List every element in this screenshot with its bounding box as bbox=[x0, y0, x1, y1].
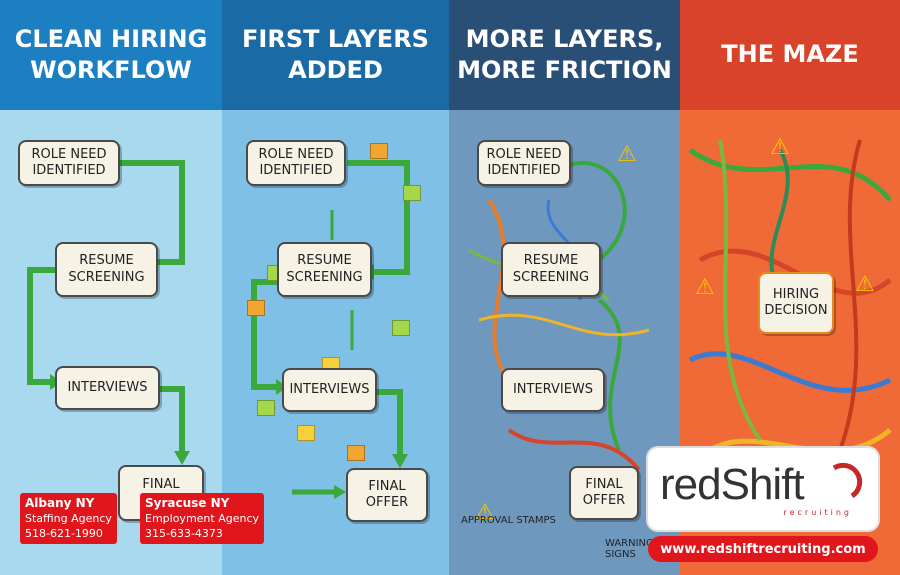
step-role-need: ROLE NEED IDENTIFIED bbox=[18, 140, 120, 186]
contact-city: Albany NY bbox=[25, 496, 95, 510]
step-interviews: INTERVIEWS bbox=[282, 368, 377, 412]
step-resume-screening: RESUME SCREENING bbox=[55, 242, 158, 297]
step-interviews: INTERVIEWS bbox=[55, 366, 160, 410]
step-role-need: ROLE NEED IDENTIFIED bbox=[477, 140, 571, 186]
step-final-offer: FINAL OFFER bbox=[569, 466, 639, 520]
brand-tagline: recruiting bbox=[783, 508, 852, 517]
contact-type: Employment Agency bbox=[145, 511, 260, 525]
panel-more-layers: MORE LAYERS, MORE FRICTION ⚠ ⚠ ROLE NEED… bbox=[449, 0, 680, 575]
brand-name: redShift bbox=[660, 460, 805, 509]
caption-warning-signs: WARNING SIGNS bbox=[605, 538, 654, 560]
sticky-note bbox=[347, 445, 365, 461]
contact-phone: 518-621-1990 bbox=[25, 526, 103, 540]
website-link[interactable]: www.redshiftrecruiting.com bbox=[648, 536, 878, 562]
warning-icon: ⚠ bbox=[695, 275, 715, 300]
contact-syracuse: Syracuse NY Employment Agency 315-633-43… bbox=[140, 493, 265, 544]
step-resume-screening: RESUME SCREENING bbox=[277, 242, 372, 297]
logo-swoosh-icon bbox=[832, 462, 863, 499]
workflow-arrows bbox=[27, 160, 190, 465]
warning-icon: ⚠ bbox=[855, 272, 875, 297]
panel-title: FIRST LAYERS ADDED bbox=[222, 0, 449, 110]
contact-type: Staffing Agency bbox=[25, 511, 112, 525]
contact-albany: Albany NY Staffing Agency 518-621-1990 bbox=[20, 493, 117, 544]
brand-logo: redShift recruiting bbox=[648, 448, 878, 530]
contact-phone: 315-633-4373 bbox=[145, 526, 223, 540]
panel-title: CLEAN HIRING WORKFLOW bbox=[0, 0, 222, 110]
panel-title: MORE LAYERS, MORE FRICTION bbox=[449, 0, 680, 110]
contact-city: Syracuse NY bbox=[145, 496, 230, 510]
warning-icon: ⚠ bbox=[617, 142, 637, 167]
sticky-note bbox=[370, 143, 388, 159]
sticky-note bbox=[257, 400, 275, 416]
panel-first-layers: FIRST LAYERS ADDED ROLE NEED IDENTIFIED … bbox=[222, 0, 449, 575]
step-role-need: ROLE NEED IDENTIFIED bbox=[246, 140, 346, 186]
step-interviews: INTERVIEWS bbox=[501, 368, 605, 412]
warning-icon: ⚠ bbox=[475, 500, 495, 525]
sticky-note bbox=[403, 185, 421, 201]
sticky-note bbox=[297, 425, 315, 441]
sticky-note bbox=[247, 300, 265, 316]
warning-icon: ⚠ bbox=[770, 135, 790, 160]
sticky-note bbox=[392, 320, 410, 336]
caption-approval-stamps: APPROVAL STAMPS bbox=[461, 515, 556, 526]
panel-clean-workflow: CLEAN HIRING WORKFLOW ROLE NEED IDENTIFI… bbox=[0, 0, 222, 575]
step-resume-screening: RESUME SCREENING bbox=[501, 242, 601, 297]
step-final-offer: FINAL OFFER bbox=[346, 468, 428, 522]
panel-title: THE MAZE bbox=[680, 0, 900, 110]
hiring-decision-box: HIRING DECISION bbox=[758, 272, 834, 334]
